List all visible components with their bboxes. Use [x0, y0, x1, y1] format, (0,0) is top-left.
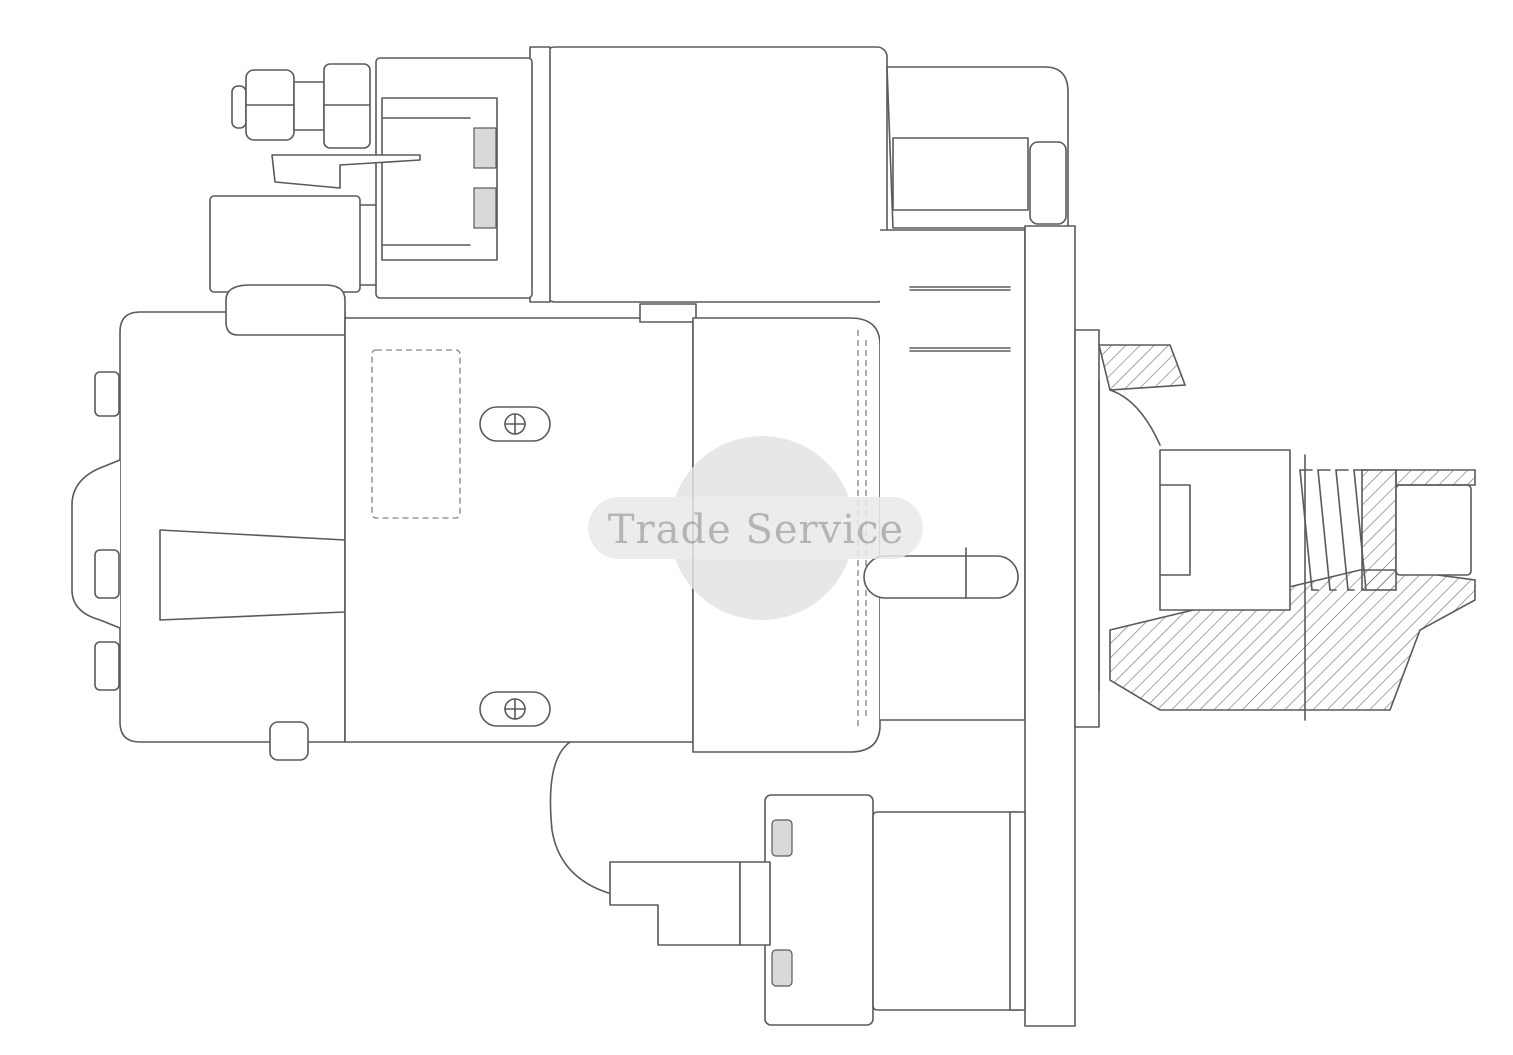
- watermark: Trade Service: [588, 436, 923, 620]
- watermark-text: Trade Service: [608, 507, 904, 553]
- connector-wire: [549, 741, 616, 896]
- motor-body: [71, 229, 1026, 761]
- terminal-nut-inner: [323, 63, 371, 149]
- terminal-stud-end: [231, 85, 247, 129]
- terminal-washer: [293, 81, 325, 131]
- mounting-flange: [1024, 225, 1100, 1027]
- yoke-label-plate: [371, 349, 461, 519]
- solenoid-cap: [375, 57, 533, 299]
- solenoid: [209, 46, 1069, 303]
- terminal-strap: [271, 154, 421, 189]
- spade-terminal-block: [209, 195, 361, 293]
- connector-pin-upper: [771, 819, 793, 857]
- terminal-clip-upper: [473, 127, 497, 169]
- connector-pin-lower: [771, 949, 793, 987]
- yoke-screw-lower: [479, 691, 551, 727]
- solenoid-end-band: [892, 137, 1029, 211]
- watermark-pill: [588, 497, 923, 559]
- through-bolt-top: [94, 371, 120, 417]
- through-bolt-bottom: [94, 641, 120, 691]
- connector-flange-edge: [1009, 811, 1026, 1011]
- shaft-end: [1395, 484, 1472, 576]
- rear-housing-slot: [159, 529, 346, 621]
- flange-plate: [1024, 225, 1076, 1027]
- solenoid-end-bolt: [1029, 141, 1067, 225]
- drive-housing-slot: [863, 555, 1019, 599]
- solenoid-body: [544, 46, 888, 303]
- lower-connector: [549, 741, 1026, 1026]
- pinion-spring: [1299, 469, 1367, 591]
- shaft-collar: [1361, 469, 1397, 591]
- solenoid-bracket: [381, 97, 498, 261]
- solenoid-collar: [529, 46, 551, 303]
- mounting-tab: [225, 284, 346, 336]
- connector-housing: [872, 811, 1024, 1011]
- pinion-gear: [1159, 449, 1291, 611]
- drain-plug: [269, 721, 309, 761]
- connector-plug: [609, 861, 741, 946]
- yoke-screw-upper: [479, 406, 551, 442]
- yoke-top-clip: [639, 303, 697, 323]
- flange-gasket: [1074, 329, 1100, 728]
- drive-housing: [880, 229, 1026, 721]
- rear-cover-bulge: [71, 459, 121, 629]
- drive-nose: [1097, 344, 1476, 721]
- terminal-clip-lower: [473, 187, 497, 229]
- connector-latch: [739, 861, 771, 946]
- rear-housing: [119, 311, 346, 743]
- through-bolt-middle: [94, 549, 120, 599]
- nose-section-upper: [1097, 344, 1187, 391]
